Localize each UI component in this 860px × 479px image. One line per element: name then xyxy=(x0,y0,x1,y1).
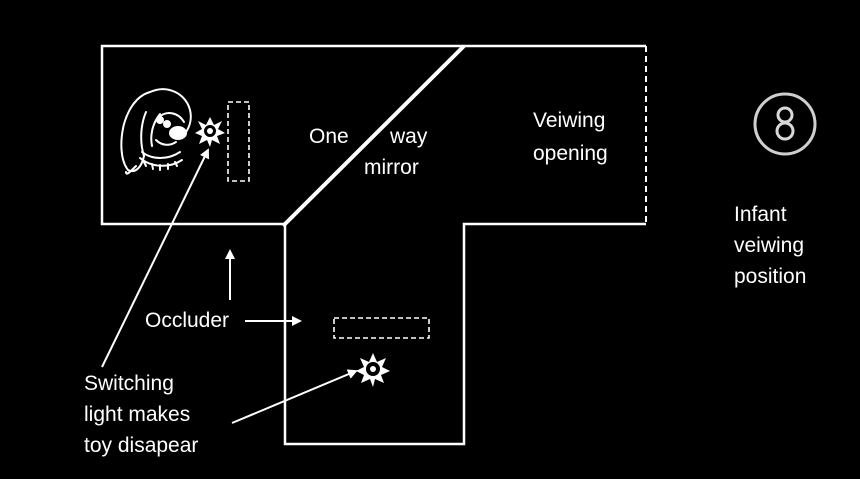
label-light-makes: light makes xyxy=(84,403,191,426)
switching-arrow-top xyxy=(101,148,209,368)
label-toy-disapear: toy disapear xyxy=(84,434,199,457)
switching-arrow-bottom xyxy=(231,369,358,424)
label-viewing: Veiwing xyxy=(533,109,606,132)
label-opening: opening xyxy=(533,142,608,165)
label-way: way xyxy=(390,125,428,148)
star-toy-icon-top xyxy=(195,117,225,147)
one-way-mirror xyxy=(281,44,466,228)
occluder-top xyxy=(227,101,250,182)
label-occluder: Occluder xyxy=(145,309,230,332)
apparatus-outline xyxy=(100,44,647,446)
star-toy-icon-bottom xyxy=(356,353,390,387)
label-infant-position: position xyxy=(734,265,807,288)
occluder-bottom xyxy=(333,317,430,339)
label-one: One xyxy=(309,125,349,148)
dog-toy-icon xyxy=(120,88,192,175)
label-switching: Switching xyxy=(84,372,174,395)
infant-head-icon xyxy=(753,92,817,156)
label-mirror: mirror xyxy=(364,156,419,179)
label-infant-viewing: veiwing xyxy=(734,234,805,257)
label-infant: Infant xyxy=(734,203,787,226)
